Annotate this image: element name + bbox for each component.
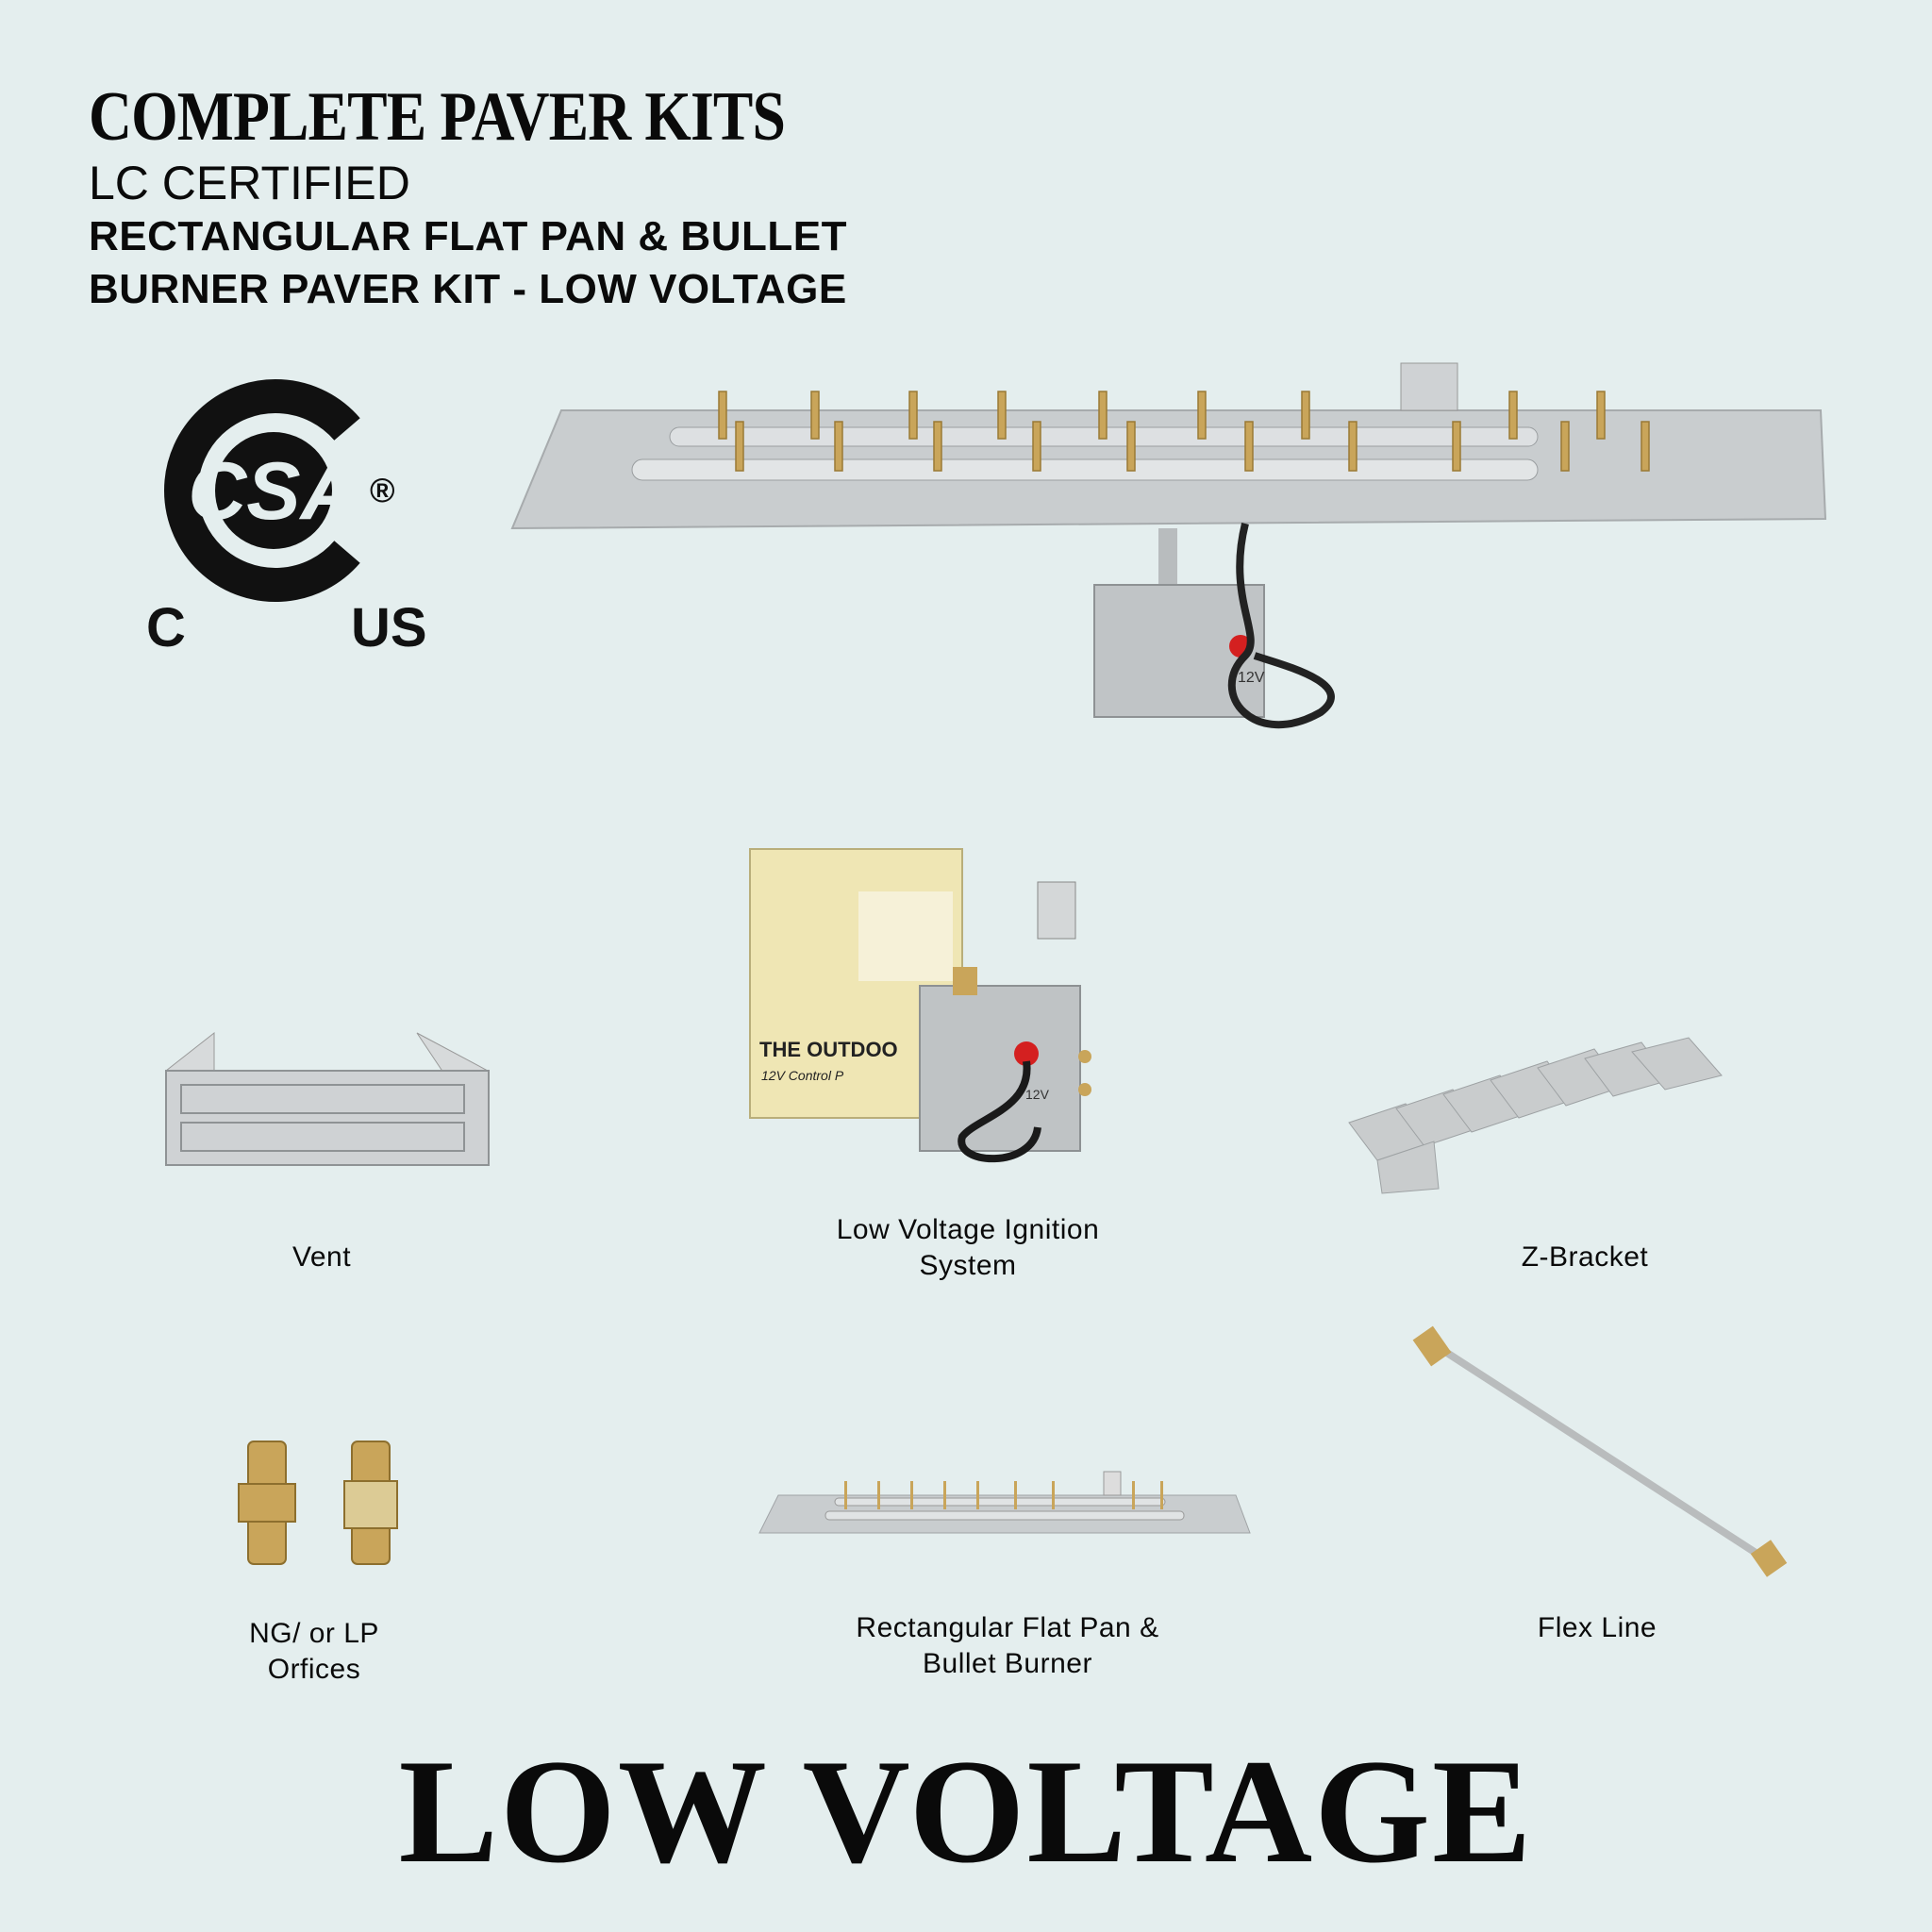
burner-voltage-label: 12V <box>1238 670 1265 686</box>
csa-letters: CSA <box>188 446 359 537</box>
vent-label-text: Vent <box>291 1241 352 1273</box>
flex-line-label-text: Flex Line <box>1537 1612 1657 1643</box>
flex-line-label: Flex Line <box>1399 1610 1795 1646</box>
vent-label: Vent <box>124 1240 520 1275</box>
flat-pan-burner-label: Rectangular Flat Pan & Bullet Burner <box>809 1610 1206 1682</box>
flex-line-image <box>1412 1325 1788 1577</box>
kit-name-line-1: RECTANGULAR FLAT PAN & BULLET <box>89 213 847 259</box>
csa-us-label: US <box>351 597 427 658</box>
certification-subtitle: LC CERTIFIED <box>89 157 410 209</box>
ignition-label-line2: System <box>919 1250 1017 1281</box>
ignition-voltage-label: 12V <box>1025 1087 1050 1102</box>
z-bracket-label: Z-Bracket <box>1387 1240 1783 1275</box>
orifices-label-line1: NG/ or LP <box>249 1618 379 1649</box>
burner-label-line2: Bullet Burner <box>923 1648 1092 1679</box>
ignition-system-image: THE OUTDOO 12V Control P 12V <box>749 848 1091 1163</box>
ignition-label-line1: Low Voltage Ignition <box>836 1214 1100 1245</box>
z-bracket-label-text: Z-Bracket <box>1521 1241 1649 1273</box>
z-bracket-image <box>1348 1037 1723 1194</box>
page-title: COMPLETE PAVER KITS <box>89 78 786 156</box>
registered-mark: ® <box>370 471 395 509</box>
orifices-image <box>238 1441 398 1565</box>
kit-name-line-2: BURNER PAVER KIT - LOW VOLTAGE <box>89 266 847 312</box>
csa-logo: CSA ® C US <box>146 379 427 658</box>
footer-heading: LOW VOLTAGE <box>398 1729 1534 1894</box>
brand-label: THE OUTDOO <box>759 1038 898 1061</box>
main-burner-image: 12V <box>510 362 1827 728</box>
flat-pan-burner-image <box>758 1471 1251 1534</box>
burner-label-line1: Rectangular Flat Pan & <box>856 1612 1159 1643</box>
csa-c-label: C <box>146 597 186 658</box>
control-panel-label: 12V Control P <box>761 1068 844 1083</box>
vent-image <box>164 1031 490 1166</box>
orifices-label: NG/ or LP Orfices <box>116 1616 512 1688</box>
orifices-label-line2: Orfices <box>267 1654 361 1685</box>
